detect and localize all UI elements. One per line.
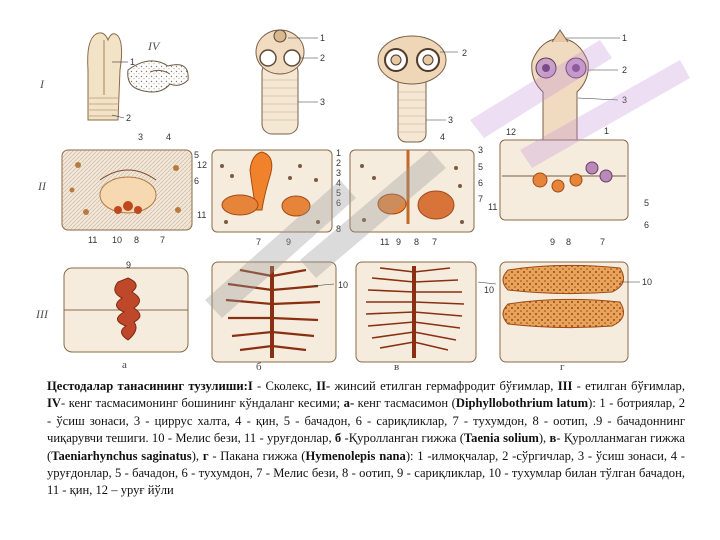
caption-title: Цестодалар танасининг тузулиши:	[47, 379, 248, 393]
callout: 3	[448, 115, 453, 125]
callout: 9	[286, 237, 291, 247]
caption-part: а-	[343, 396, 355, 411]
callout: 3	[138, 132, 143, 142]
callout: 2	[126, 113, 131, 123]
callout: 7	[600, 237, 605, 247]
proglottid-ii-d: 12 11 9 8 7 5 6 1	[488, 126, 649, 247]
callout: 3	[320, 97, 325, 107]
callout: 3	[478, 145, 483, 155]
callout: 9	[396, 237, 401, 247]
caption-text: ),	[538, 431, 550, 446]
callout: 2	[462, 48, 467, 58]
callout: 4	[336, 178, 341, 188]
caption-text: жинсий етилган гермафродит бўғимлар,	[330, 379, 558, 393]
caption-text: - Пакана гижжа (	[208, 448, 306, 463]
callout: 10	[642, 277, 652, 287]
callout: 7	[478, 194, 483, 204]
caption-text: ): 1 - ботриялар, 2 - ўсиш зонаси, 3 - ц…	[47, 396, 685, 446]
callout: 9	[126, 260, 131, 270]
proglottid-iii-b: 10 б	[211, 261, 348, 373]
scolex-b: 1 2 3	[255, 29, 325, 135]
caption-part: г	[202, 448, 209, 463]
caption-part: б	[334, 431, 342, 446]
caption-text: ),	[191, 448, 203, 463]
callout: 10	[484, 285, 494, 295]
species-name: Taeniarhynchus saginatus	[51, 448, 192, 463]
callout: 11	[488, 202, 497, 212]
callout: 8	[134, 235, 139, 245]
caption-text: - етилган бўғимлар,	[572, 379, 685, 393]
species-name: Taenia solium	[463, 431, 539, 446]
callout: 6	[194, 176, 199, 186]
caption-text: -Қуролланган гижжа (	[341, 431, 464, 446]
callout: 10	[338, 280, 348, 290]
callout: 2	[320, 53, 325, 63]
callout: 4	[440, 132, 445, 142]
callout: 12	[197, 160, 207, 170]
caption-text: - Қуролланмаган гижжа (	[47, 431, 686, 463]
callout: 7	[160, 235, 165, 245]
proglottid-iii-d: 10 10 г	[477, 261, 652, 373]
caption-text: - Сколекс,	[252, 379, 317, 393]
callout: 10	[112, 235, 122, 245]
roman-label-ii: II	[37, 179, 47, 193]
caption-part: II-	[316, 379, 331, 393]
scolex-cross-section-iv	[127, 60, 189, 93]
callout: 5	[336, 188, 341, 198]
callout: 7	[256, 237, 261, 247]
panel-letter-c: в	[394, 361, 399, 373]
callout: 5	[478, 162, 483, 172]
callout: 7	[432, 237, 437, 247]
callout: 1	[130, 57, 135, 67]
callout: 2	[622, 65, 627, 75]
callout: 4	[166, 132, 171, 142]
callout: 8	[566, 237, 571, 247]
callout: 1	[336, 148, 341, 158]
proglottid-iii-a: 9 а	[63, 260, 189, 371]
proglottid-ii-b: 12 11 7 9 1 2 3 4 5 6 8	[197, 148, 341, 247]
panel-letter-a: а	[122, 359, 127, 371]
callout: 8	[414, 237, 419, 247]
callout: 11	[197, 210, 206, 220]
caption-part: в	[549, 431, 557, 446]
scolex-c: 2 3	[377, 35, 467, 143]
callout: 11	[88, 235, 97, 245]
cestode-illustration: I II III IV 1 2 1 2 3	[35, 29, 652, 373]
callout: 1	[320, 33, 325, 43]
callout: 1	[622, 33, 627, 43]
caption-part: III	[557, 379, 573, 393]
callout: 9	[550, 237, 555, 247]
roman-label-i: I	[39, 77, 45, 91]
callout: 3	[622, 95, 627, 105]
callout: 6	[478, 178, 483, 188]
roman-label-iv: IV	[147, 39, 161, 53]
caption-part: I	[247, 379, 253, 393]
proglottid-ii-c: 4 3 5 6 7 11 9 8 7	[349, 132, 483, 247]
figure-caption: Цестодалар танасининг тузулиши:I - Сколе…	[47, 378, 685, 500]
caption-part: IV	[47, 396, 61, 411]
scolex-a: 1 2	[87, 32, 135, 123]
callout: 12	[506, 127, 516, 137]
callout: 6	[336, 198, 341, 208]
callout: 11	[380, 237, 389, 247]
callout: 5	[644, 198, 649, 208]
proglottid-ii-a: 3 4 5 6 11 10 8 7	[61, 132, 199, 245]
callout: 5	[194, 150, 199, 160]
caption-text: ): 1 -илмоқчалар, 2 -сўргичлар, 3 - ўсиш…	[47, 448, 685, 498]
callout: 2	[336, 158, 341, 168]
caption-text: - кенг тасмасимонинг бошининг кўндаланг …	[61, 396, 344, 411]
callout: 3	[336, 168, 341, 178]
scolex-d: 1 2 3	[531, 29, 627, 141]
callout: 1	[604, 126, 609, 136]
callout: 8	[336, 224, 341, 234]
panel-letter-d: г	[560, 361, 565, 373]
panel-letter-b: б	[256, 361, 262, 373]
species-name: Diphyllobothrium latum	[455, 396, 589, 411]
caption-text: кенг тасмасимон (	[354, 396, 456, 411]
roman-label-iii: III	[35, 307, 49, 321]
callout: 6	[644, 220, 649, 230]
species-name: Hymenolepis nana	[305, 448, 406, 463]
proglottid-iii-c: в	[355, 261, 477, 373]
